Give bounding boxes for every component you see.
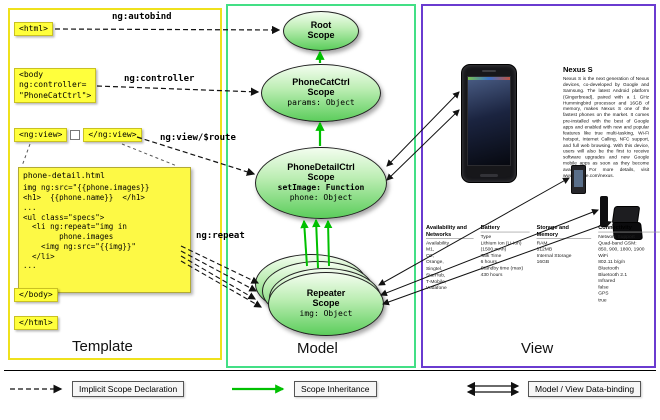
phone-thumbnail-front-screen bbox=[574, 170, 583, 187]
phonecatctrl-scope-title: PhoneCatCtrl Scope bbox=[292, 77, 350, 97]
green-arrow-icon bbox=[232, 384, 285, 394]
root-scope-title: Root Scope bbox=[307, 20, 335, 40]
legend-databinding: Model / View Data-binding bbox=[462, 381, 642, 397]
spec-column-battery: Battery Type Lithium Ion (Li-Ion) (1500 … bbox=[480, 224, 530, 304]
phone-name-heading: Nexus S bbox=[563, 65, 593, 74]
repeater-scope-prop: img: Object bbox=[299, 308, 353, 318]
dashed-arrow-icon bbox=[10, 384, 63, 394]
phone-description: Nexus S is the next generation of Nexus … bbox=[563, 76, 650, 178]
repeater-scope-title: Repeater Scope bbox=[306, 288, 346, 308]
ng-view-tags: <ng:view> </ng:view> bbox=[14, 128, 142, 143]
phone-detail-code-box: phone-detail.html img ng:src="{{phone.im… bbox=[18, 167, 191, 293]
spec-header: Battery bbox=[480, 224, 530, 233]
html-close-tag: </html> bbox=[14, 316, 58, 331]
phone-thumbnail-side bbox=[600, 196, 608, 227]
ng-view-route-label: ng:view/$route bbox=[160, 133, 236, 143]
nexus-phone-image bbox=[461, 64, 517, 183]
spec-values: RAM 512MB Internal Storage 16GB bbox=[536, 240, 572, 265]
code-title: phone-detail.html bbox=[23, 171, 105, 180]
phonecatctrl-scope-ellipse: PhoneCatCtrl Scope params: Object bbox=[261, 64, 381, 122]
code-snippet: img ng:src="{{phone.images}} <h1> {{phon… bbox=[23, 183, 150, 271]
spec-values: Network Support Quad-band GSM: 850, 900,… bbox=[598, 234, 645, 303]
legend-implicit: Implicit Scope Declaration bbox=[8, 381, 185, 397]
spec-column-availability: Availability and Networks Availability M… bbox=[426, 224, 474, 304]
legend-implicit-label: Implicit Scope Declaration bbox=[72, 381, 185, 397]
phone-screen bbox=[467, 76, 511, 166]
phonedetailctrl-scope-prop-setimage: setImage: Function bbox=[277, 182, 365, 192]
body-close-tag: </body> bbox=[14, 288, 58, 303]
spec-header: Availability and Networks bbox=[426, 224, 474, 239]
body-open-tag: <body ng:controller= "PhoneCatCtrl"> bbox=[14, 68, 97, 104]
phone-button bbox=[480, 174, 498, 177]
template-panel bbox=[8, 8, 222, 360]
double-arrow-icon bbox=[466, 382, 520, 396]
model-panel-label: Model bbox=[297, 340, 338, 357]
phone-thumbnail-front bbox=[571, 165, 586, 194]
view-panel-label: View bbox=[521, 340, 554, 357]
root-scope-ellipse: Root Scope bbox=[283, 11, 359, 51]
phonedetailctrl-scope-ellipse: PhoneDetailCtrl Scope setImage: Function… bbox=[255, 147, 387, 219]
spec-header: Connectivity bbox=[598, 224, 660, 233]
spec-values: Availability M1, O2, Orange, Singtel, St… bbox=[426, 240, 450, 291]
spec-values: Type Lithium Ion (Li-Ion) (1500 mAh) Tal… bbox=[480, 234, 524, 278]
legend-databinding-label: Model / View Data-binding bbox=[528, 381, 642, 397]
phonedetailctrl-scope-prop-phone: phone: Object bbox=[289, 192, 353, 202]
spec-column-connectivity: Connectivity Network Support Quad-band G… bbox=[598, 224, 660, 304]
spec-header: Storage and Memory bbox=[536, 224, 592, 239]
legend-inheritance: Scope Inheritance bbox=[230, 381, 377, 397]
view-panel bbox=[421, 4, 656, 368]
repeater-scope-ellipse: Repeater Scope img: Object bbox=[268, 272, 384, 336]
phone-statusbar bbox=[468, 77, 510, 80]
ng-controller-label: ng:controller bbox=[124, 74, 195, 84]
template-panel-label: Template bbox=[72, 338, 133, 355]
spec-table: Availability and Networks Availability M… bbox=[426, 224, 660, 304]
legend-inheritance-label: Scope Inheritance bbox=[294, 381, 377, 397]
phonecatctrl-scope-prop: params: Object bbox=[287, 97, 355, 107]
ng-view-open-tag: <ng:view> bbox=[14, 128, 68, 143]
ng-view-close-tag: </ng:view> bbox=[83, 128, 142, 143]
html-open-tag: <html> bbox=[14, 22, 53, 37]
ng-autobind-label: ng:autobind bbox=[112, 12, 172, 22]
phonedetailctrl-scope-title: PhoneDetailCtrl Scope bbox=[287, 162, 355, 182]
ng-repeat-label: ng:repeat bbox=[196, 231, 245, 241]
phone-speaker-icon bbox=[482, 70, 496, 72]
view-placeholder-icon bbox=[70, 130, 81, 141]
legend-separator bbox=[4, 370, 656, 371]
spec-column-storage: Storage and Memory RAM 512MB Internal St… bbox=[536, 224, 592, 304]
